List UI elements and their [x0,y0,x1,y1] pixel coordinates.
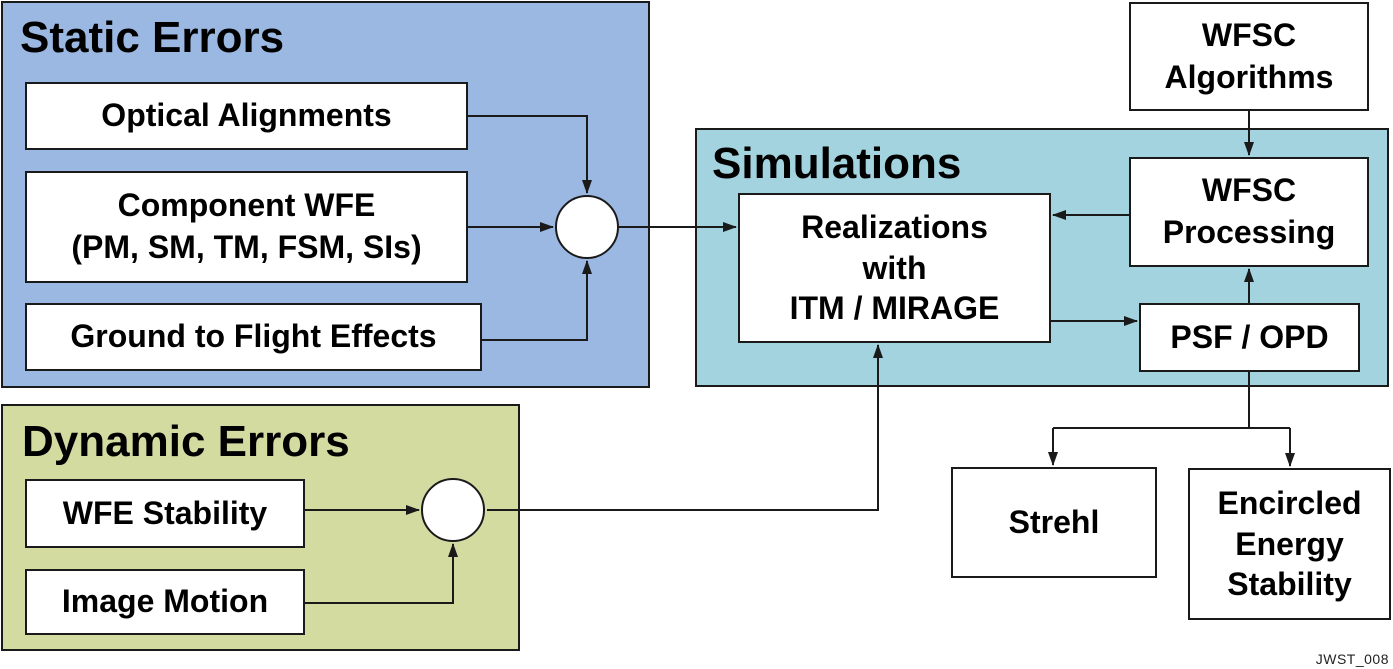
document-id: JWST_008 [1315,651,1389,667]
static-errors-title: Static Errors [20,13,285,62]
component-wfe-label: Component WFE [117,187,376,224]
encircled-energy-box: Encircled Energy Stability [1188,468,1391,620]
ground-to-flight-box: Ground to Flight Effects [25,303,482,371]
energy-label: Energy [1235,525,1344,562]
simulations-title: Simulations [712,139,962,188]
realizations-box: Realizations with ITM / MIRAGE [738,193,1051,343]
stability-label: Stability [1227,566,1352,603]
image-motion-label: Image Motion [61,583,269,620]
component-wfe-box: Component WFE (PM, SM, TM, FSM, SIs) [25,171,468,283]
psf-opd-box: PSF / OPD [1139,303,1360,372]
wfsc-algorithms-sublabel: Algorithms [1164,58,1334,95]
dynamic-summing-junction [421,478,485,542]
optical-alignments-box: Optical Alignments [25,82,468,150]
psf-opd-label: PSF / OPD [1170,318,1329,355]
wfsc-processing-box: WFSC Processing [1129,157,1369,267]
wfsc-algorithms-box: WFSC Algorithms [1129,2,1369,111]
realizations-tool-label: ITM / MIRAGE [789,290,1000,327]
static-summing-junction [555,195,619,259]
strehl-label: Strehl [1008,503,1100,540]
wfsc-algorithms-label: WFSC [1201,16,1297,53]
encircled-label: Encircled [1217,484,1362,521]
strehl-box: Strehl [951,467,1157,578]
image-motion-box: Image Motion [25,569,305,635]
dynamic-errors-title: Dynamic Errors [22,417,350,466]
wfe-stability-label: WFE Stability [62,494,268,531]
ground-to-flight-label: Ground to Flight Effects [70,318,437,355]
wfsc-processing-sublabel: Processing [1162,214,1336,250]
wfsc-processing-label: WFSC [1201,172,1297,209]
optical-alignments-label: Optical Alignments [101,97,392,134]
wfe-stability-box: WFE Stability [25,479,305,548]
realizations-with-label: with [862,249,927,286]
component-wfe-sublabel: (PM, SM, TM, FSM, SIs) [71,229,422,265]
realizations-label: Realizations [801,208,988,245]
